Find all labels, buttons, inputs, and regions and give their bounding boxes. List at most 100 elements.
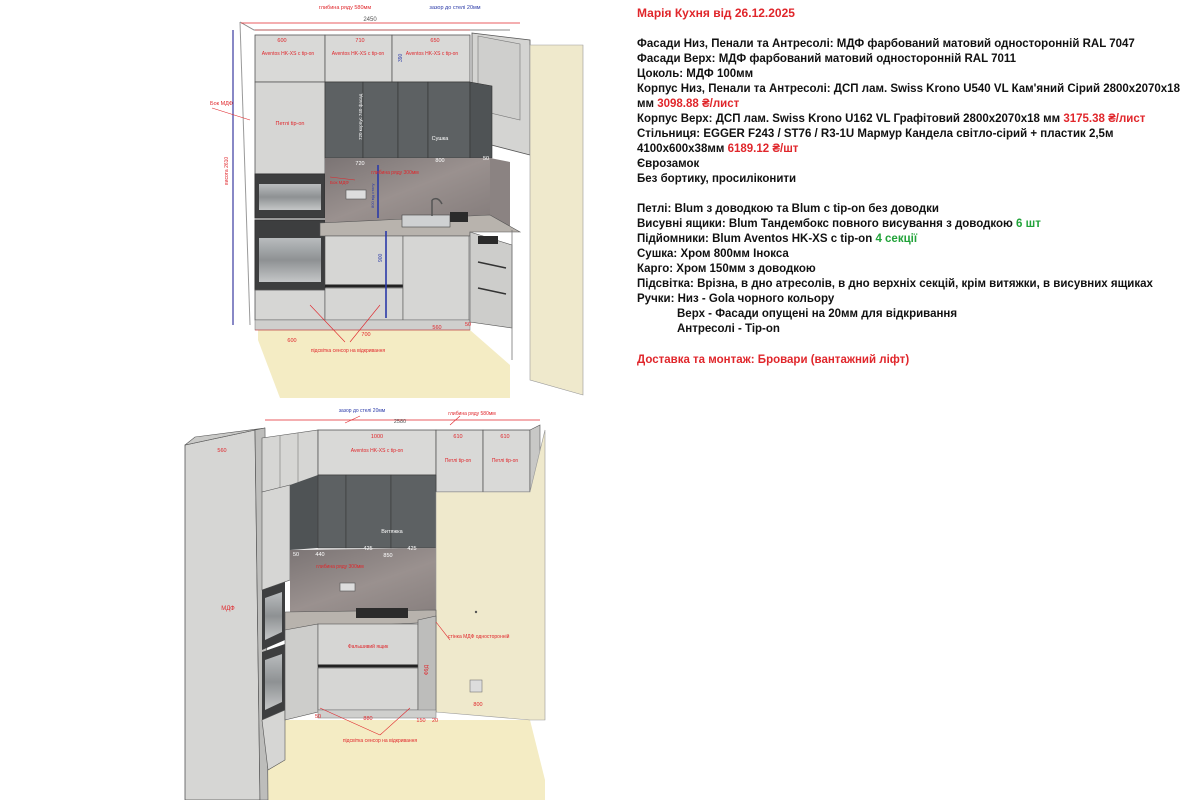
d1-splash-note: 800 від столу	[370, 183, 375, 208]
spec-line: Корпус Низ, Пенали та Антресолі: ДСП лам…	[637, 82, 1197, 112]
spec-panel: Марія Кухня від 26.12.2025 Фасади Низ, П…	[637, 6, 1197, 368]
fittings-line: Петлі: Blum з доводкою та Blum с tip-on …	[637, 202, 1197, 217]
handles-upper: Верх - Фасади опущені на 20мм для відкри…	[677, 308, 958, 320]
d1-top-gap: зазор до стелі 20мм	[429, 5, 480, 11]
d1-side-mdf2: Бок МДФ	[330, 180, 349, 185]
d2-backsplash	[290, 548, 474, 612]
d1-dim-50b: 50	[465, 322, 471, 328]
fittings-line: Підйомники: Blum Aventos HK-XS с tip-on …	[637, 232, 1197, 247]
spec-line-text: Фасади Верх: МДФ фарбований матовий одно…	[637, 53, 1017, 65]
fittings-line: Підсвітка: Врізна, в дно атресолів, в дн…	[637, 277, 1197, 292]
d2-dim-800: 800	[473, 702, 482, 708]
d1-height-total: висота 2610	[224, 157, 230, 185]
d2-mdf-right: Ф9Д	[424, 664, 430, 675]
d2-dim-50b: 50	[315, 714, 321, 720]
d1-dim-390: 390	[398, 53, 404, 62]
floor-2	[240, 720, 545, 800]
mezz-left	[254, 34, 326, 83]
drawing-top: глибина ряду 580мм зазор до стелі 20мм 2…	[210, 5, 584, 398]
spec-lines2: Петлі: Blum з доводкою та Blum с tip-on …	[637, 202, 1197, 307]
spec-line-text: Корпус Верх: ДСП лам. Swiss Krono U162 V…	[637, 113, 1064, 125]
fittings-line-text: Сушка: Хром 800мм Інокса	[637, 248, 789, 260]
drawing-bottom: зазор до стелі 20мм глибина ряду 580мм 2…	[184, 408, 546, 800]
d2-top-gap: зазор до стелі 20мм	[339, 408, 386, 414]
d1-dim-50a: 50	[483, 156, 489, 162]
d2-dim-610b: 610	[500, 434, 509, 440]
fittings-line-text: Карго: Хром 150мм з доводкою	[637, 263, 816, 275]
d1-dim-560: 560	[432, 325, 441, 331]
d2-sensor: підсвітка сенсор на відкривання	[343, 738, 418, 744]
fittings-line-text: Підйомники: Blum Aventos HK-XS с tip-on	[637, 233, 876, 245]
d2-mezz	[317, 429, 437, 476]
d1-mezz-mid: Aventos HK-XS с tip-on	[332, 51, 385, 57]
spec-line: Стільниця: EGGER F243 / ST76 / R3-1U Мар…	[637, 127, 1197, 157]
quantity: 4 секції	[875, 233, 918, 245]
d1-top-depth: глибина ряду 580мм	[319, 5, 371, 11]
d1-dim-700: 700	[361, 332, 370, 338]
spec-line-text: Без бортику, просиліконити	[637, 173, 797, 185]
d1-dim-600b: 600	[287, 338, 296, 344]
spec-line-text: Єврозамок	[637, 158, 700, 170]
d2-dim-560: 560	[217, 448, 226, 454]
d2-dim-20: 20	[432, 718, 438, 724]
spec-line: Фасади Низ, Пенали та Антресолі: МДФ фар…	[637, 37, 1197, 52]
upper-cab-3	[397, 81, 429, 159]
d1-dryer: Сушка	[432, 136, 450, 142]
d2-mezz-label: Aventos HK-XS с tip-on	[351, 448, 404, 454]
fittings-line-text: Висувні ящики: Blum Тандембокс повного в…	[637, 218, 1017, 230]
quantity: 6 шт	[1016, 218, 1041, 230]
d2-side-panel: стінка МДФ односторонній	[448, 633, 510, 640]
d2-dim-850: 850	[383, 553, 392, 559]
d2-hinges1: Петлі tip-on	[445, 458, 472, 464]
fittings-line-text: Петлі: Blum з доводкою та Blum с tip-on …	[637, 203, 939, 215]
price: 3175.38 ₴/лист	[1063, 113, 1146, 125]
spec-title: Марія Кухня від 26.12.2025	[637, 6, 795, 20]
d1-mezz-left: Aventos HK-XS с tip-on	[262, 51, 315, 57]
d1-depth-300: глибина ряду 300мм	[371, 170, 419, 176]
d2-dim-50: 50	[293, 552, 299, 558]
d2-dim-440: 440	[315, 552, 324, 558]
d1-dim-800: 800	[435, 158, 444, 164]
fittings-line: Ручки: Низ - Gola чорного кольору	[637, 292, 1197, 307]
d2-top-depth: глибина ряду 580мм	[448, 411, 496, 417]
d1-width-total: 2450	[363, 17, 377, 23]
spec-line-text: Корпус Низ, Пенали та Антресолі: ДСП лам…	[637, 83, 1180, 110]
d1-mezz-right: Aventos HK-XS с tip-on	[406, 51, 459, 57]
d1-dim-720: 720	[355, 161, 364, 167]
upper-cab-4	[427, 81, 471, 159]
fittings-line-text: Підсвітка: Врізна, в дно атресолів, в дн…	[637, 278, 1153, 290]
d1-dim-600: 600	[277, 38, 286, 44]
delivery-note: Доставка та монтаж: Бровари (вантажний л…	[637, 354, 910, 366]
spec-lines: Фасади Низ, Пенали та Антресолі: МДФ фар…	[637, 37, 1197, 187]
kitchen-drawings: глибина ряду 580мм зазор до стелі 20мм 2…	[184, 5, 584, 800]
d2-dim-150: 150	[416, 718, 425, 724]
spec-line: Корпус Верх: ДСП лам. Swiss Krono U162 V…	[637, 112, 1197, 127]
d2-depth-300: глибина ряду 300мм	[316, 564, 364, 570]
fittings-line-text: Ручки: Низ - Gola чорного кольору	[637, 293, 835, 305]
d2-hinges2: Петлі tip-on	[492, 458, 519, 464]
fittings-line: Сушка: Хром 800мм Інокса	[637, 247, 1197, 262]
tall-cabinet	[254, 81, 326, 175]
d2-mdf-left: МДФ	[221, 606, 235, 612]
d2-dim-425b: 425	[407, 546, 416, 552]
d1-hinges: Петлі tip-on	[276, 121, 305, 127]
d2-dim-1000: 1000	[371, 434, 383, 440]
d2-dim-425a: 425	[363, 546, 372, 552]
d2-dim-880: 880	[363, 716, 372, 722]
left-tall-panel	[184, 429, 261, 800]
spec-line-text: Цоколь: МДФ 100мм	[637, 68, 754, 80]
fittings-line: Карго: Хром 150мм з доводкою	[637, 262, 1197, 277]
spec-line-text: Фасади Низ, Пенали та Антресолі: МДФ фар…	[637, 38, 1135, 50]
spec-line: Єврозамок	[637, 157, 1197, 172]
floor	[258, 330, 510, 398]
side-panel	[529, 44, 584, 396]
d1-dim-900: 900	[378, 253, 384, 262]
d1-sensor: підсвітка сенсор на відкривання	[311, 348, 386, 354]
d1-dim-650: 650	[430, 38, 439, 44]
d2-false-drawer	[317, 623, 419, 667]
price: 6189.12 ₴/шт	[727, 143, 799, 155]
spec-line-text: Стільниця: EGGER F243 / ST76 / R3-1U Мар…	[637, 128, 1114, 155]
spec-line: Без бортику, просиліконити	[637, 172, 1197, 187]
d2-width-total: 2580	[394, 419, 406, 425]
d1-dim-710: 710	[355, 38, 364, 44]
